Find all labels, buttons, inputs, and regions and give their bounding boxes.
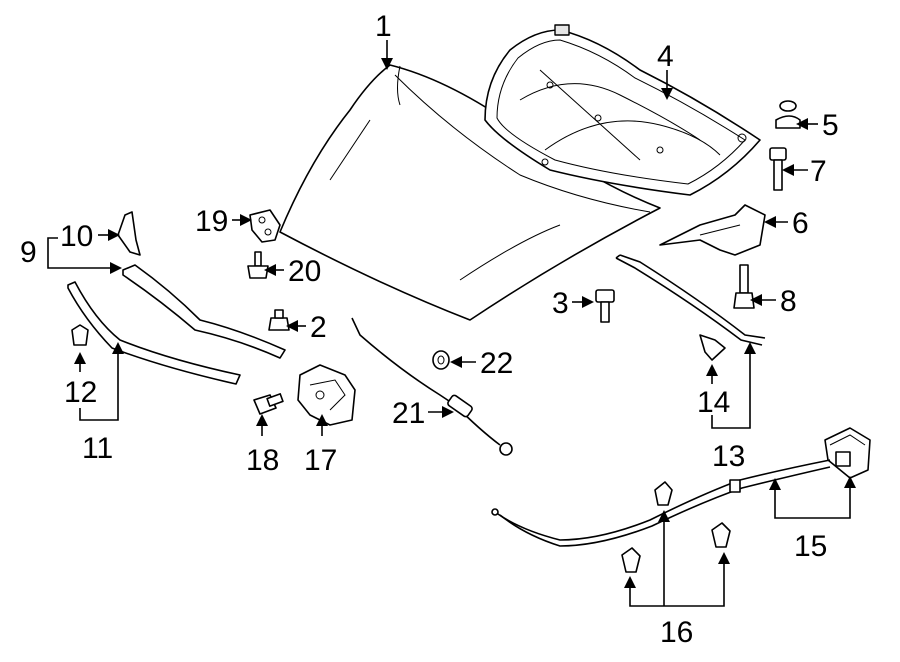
cable-clip-1 xyxy=(654,481,673,506)
callout-19: 19 xyxy=(195,205,228,238)
bolt-short xyxy=(595,289,615,323)
callout-11: 11 xyxy=(82,432,113,465)
callout-8: 8 xyxy=(780,285,797,318)
callout-9: 9 xyxy=(20,236,37,269)
leader-16-bracket xyxy=(629,560,725,607)
callout-13: 13 xyxy=(712,440,745,473)
seal-bracket xyxy=(659,204,766,256)
bolt-long xyxy=(769,147,787,191)
leader-9-bracket xyxy=(47,237,58,250)
callout-16: 16 xyxy=(660,616,693,649)
front-seal xyxy=(122,264,286,359)
callout-21: 21 xyxy=(392,397,425,430)
callout-3: 3 xyxy=(552,287,569,320)
prop-rod xyxy=(615,254,766,346)
callout-22: 22 xyxy=(480,347,513,380)
release-cable xyxy=(351,317,513,456)
callout-12: 12 xyxy=(64,376,97,409)
callout-17: 17 xyxy=(304,444,337,477)
callout-14: 14 xyxy=(697,386,730,419)
callout-7: 7 xyxy=(810,155,827,188)
lower-seal xyxy=(67,281,241,385)
hinge-bracket xyxy=(249,209,281,243)
seal-retainer-clip xyxy=(71,324,89,346)
latch-bolt xyxy=(268,309,290,331)
callout-6: 6 xyxy=(792,207,809,240)
hood-latch xyxy=(297,364,356,426)
grommet xyxy=(432,350,450,370)
callout-1: 1 xyxy=(375,10,392,43)
seal-end-clip xyxy=(117,211,141,256)
callout-5: 5 xyxy=(822,109,839,142)
callout-10: 10 xyxy=(60,220,93,253)
hood-panel xyxy=(279,64,661,321)
callout-20: 20 xyxy=(288,255,321,288)
leader-11-bracket xyxy=(79,350,119,421)
callout-2: 2 xyxy=(310,311,327,344)
leader-15-bracket xyxy=(774,484,851,519)
callout-15: 15 xyxy=(794,530,827,563)
release-handle xyxy=(824,427,871,479)
callout-18: 18 xyxy=(246,444,279,477)
push-clip xyxy=(775,100,801,129)
release-cable-lower xyxy=(491,459,831,547)
latch-mount-bolt xyxy=(253,393,284,415)
prop-rod-clip xyxy=(699,334,726,361)
cable-clip-3 xyxy=(711,522,731,548)
stud-bolt xyxy=(733,264,755,309)
flange-bolt xyxy=(247,251,269,279)
hood-inner-panel xyxy=(484,24,761,196)
callout-4: 4 xyxy=(657,40,674,73)
leader-13-bracket xyxy=(711,350,751,429)
cable-clip-2 xyxy=(621,547,641,573)
